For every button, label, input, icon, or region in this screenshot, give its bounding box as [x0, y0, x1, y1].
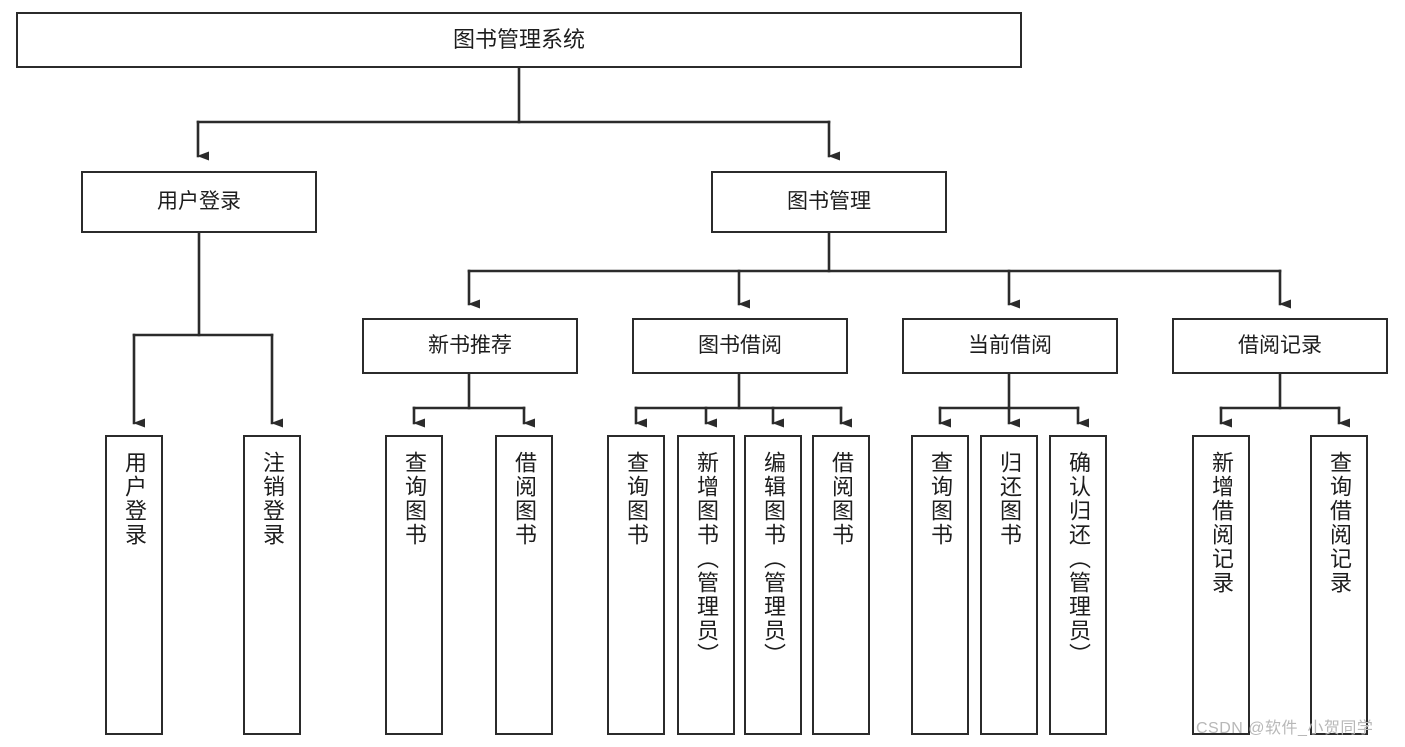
leaf-return-book[interactable]: 归还图书	[980, 435, 1038, 735]
node-root-label: 图书管理系统	[452, 27, 585, 53]
leaf-query-book-borrow[interactable]: 查询图书	[607, 435, 665, 735]
leaf-add-book-admin-label: 新增图书（管理员）	[694, 451, 719, 667]
leaf-edit-book-admin-label: 编辑图书（管理员）	[761, 451, 786, 667]
csdn-watermark: CSDN @软件_小贺同学	[1196, 720, 1374, 737]
leaf-borrow-book-label: 借阅图书	[829, 451, 854, 547]
leaf-add-book-admin[interactable]: 新增图书（管理员）	[677, 435, 735, 735]
leaf-edit-book-admin[interactable]: 编辑图书（管理员）	[744, 435, 802, 735]
node-book-borrow-label: 图书借阅	[698, 333, 782, 357]
leaf-query-book-recommend-label: 查询图书	[402, 451, 427, 547]
leaf-logout-label: 注销登录	[260, 451, 285, 547]
node-user-login-label: 用户登录	[157, 189, 241, 213]
leaf-borrow-book-recommend[interactable]: 借阅图书	[495, 435, 553, 735]
node-new-book-recommend-label: 新书推荐	[428, 333, 512, 357]
node-root[interactable]: 图书管理系统	[16, 12, 1022, 68]
node-borrow-records[interactable]: 借阅记录	[1172, 318, 1388, 374]
node-borrow-records-label: 借阅记录	[1238, 333, 1322, 357]
node-current-borrow-label: 当前借阅	[968, 333, 1052, 357]
leaf-add-borrow-record-label: 新增借阅记录	[1209, 451, 1234, 595]
leaf-query-book-current-label: 查询图书	[928, 451, 953, 547]
leaf-query-book-borrow-label: 查询图书	[624, 451, 649, 547]
node-book-management[interactable]: 图书管理	[711, 171, 947, 233]
leaf-borrow-book[interactable]: 借阅图书	[812, 435, 870, 735]
node-current-borrow[interactable]: 当前借阅	[902, 318, 1118, 374]
leaf-user-login[interactable]: 用户登录	[105, 435, 163, 735]
leaf-return-book-label: 归还图书	[997, 451, 1022, 547]
node-book-management-label: 图书管理	[787, 189, 871, 213]
leaf-confirm-return-admin-label: 确认归还（管理员）	[1066, 451, 1091, 667]
leaf-borrow-book-recommend-label: 借阅图书	[512, 451, 537, 547]
leaf-user-login-label: 用户登录	[122, 451, 147, 547]
leaf-logout[interactable]: 注销登录	[243, 435, 301, 735]
node-new-book-recommend[interactable]: 新书推荐	[362, 318, 578, 374]
leaf-query-book-current[interactable]: 查询图书	[911, 435, 969, 735]
node-book-borrow[interactable]: 图书借阅	[632, 318, 848, 374]
leaf-query-borrow-record[interactable]: 查询借阅记录	[1310, 435, 1368, 735]
leaf-confirm-return-admin[interactable]: 确认归还（管理员）	[1049, 435, 1107, 735]
node-user-login[interactable]: 用户登录	[81, 171, 317, 233]
leaf-add-borrow-record[interactable]: 新增借阅记录	[1192, 435, 1250, 735]
leaf-query-borrow-record-label: 查询借阅记录	[1327, 451, 1352, 595]
leaf-query-book-recommend[interactable]: 查询图书	[385, 435, 443, 735]
